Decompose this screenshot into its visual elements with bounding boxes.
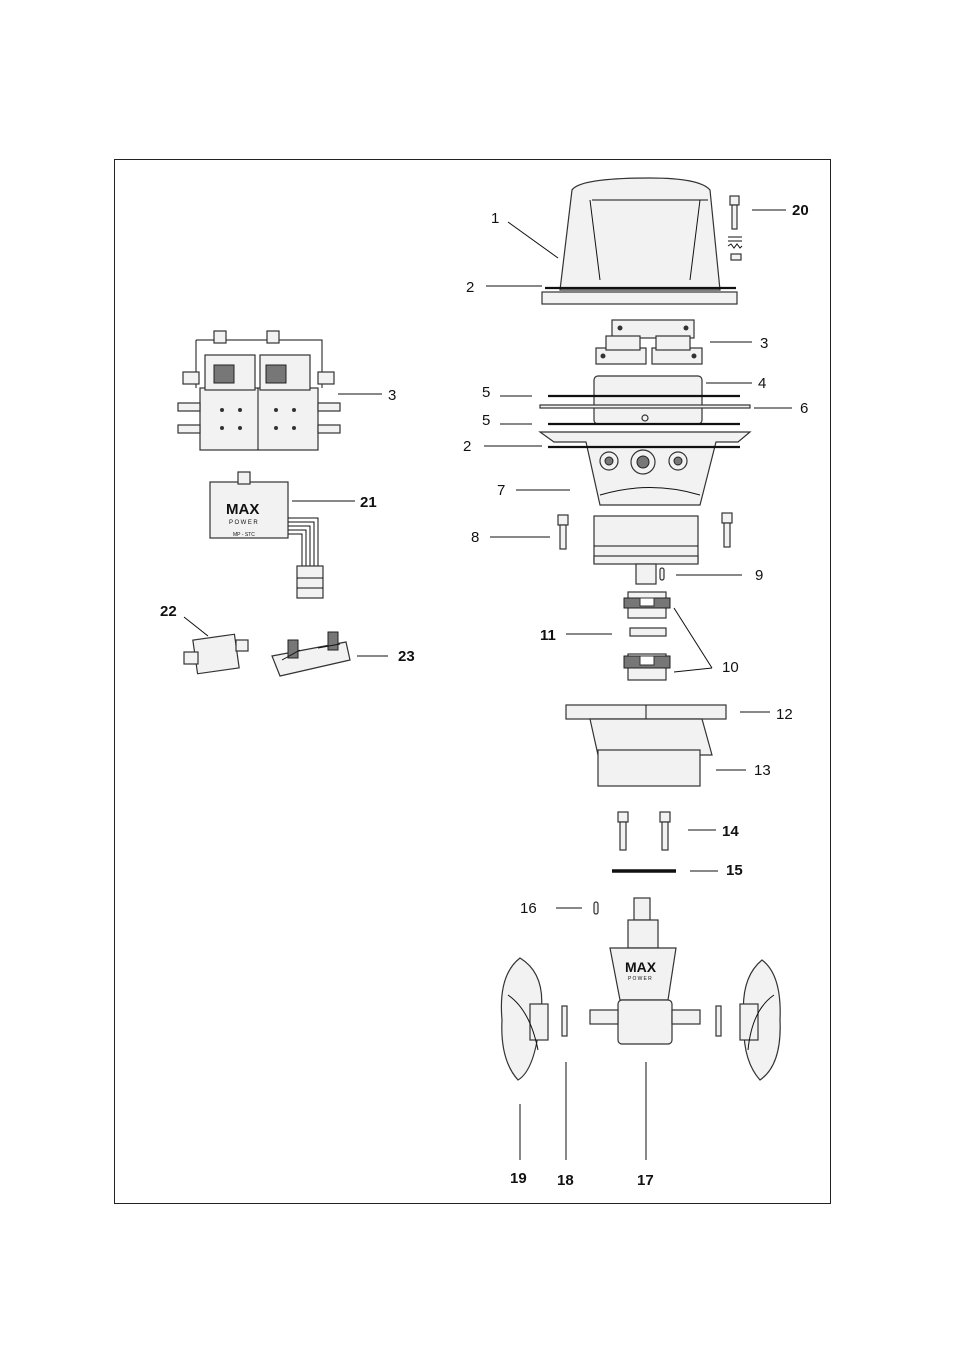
solenoid-right <box>595 319 703 365</box>
callout-3-left: 3 <box>388 387 396 404</box>
callout-21: 21 <box>360 494 377 511</box>
callout-7: 7 <box>497 482 505 499</box>
callout-10: 10 <box>722 659 739 676</box>
diagram-frame <box>114 159 831 1204</box>
bolt-pair <box>617 811 671 851</box>
callout-6: 6 <box>800 400 808 417</box>
motor-cover <box>541 177 738 305</box>
callout-12: 12 <box>776 706 793 723</box>
callout-15: 15 <box>726 862 743 879</box>
gear-leg: MAX POWER <box>589 897 701 1045</box>
callout-17: 17 <box>637 1172 654 1189</box>
module-logo-sub: POWER <box>229 520 259 526</box>
fuse-holder <box>183 633 249 675</box>
solenoid-relay-left <box>177 330 341 451</box>
mount-plate <box>565 704 727 756</box>
main-housing <box>538 431 752 565</box>
callout-3-right: 3 <box>760 335 768 352</box>
washer-right <box>715 1005 722 1037</box>
coupling-insert <box>629 627 667 637</box>
propeller-left <box>500 957 549 1081</box>
shaft-key <box>635 563 665 585</box>
washer-left <box>561 1005 568 1037</box>
screw-pair <box>557 512 733 550</box>
coupling-bottom <box>623 653 671 681</box>
callout-5-bottom: 5 <box>482 412 490 429</box>
callout-23: 23 <box>398 648 415 665</box>
callout-16: 16 <box>520 900 537 917</box>
coupling-top <box>623 591 671 619</box>
callout-1: 1 <box>491 210 499 227</box>
callout-11: 11 <box>540 627 556 644</box>
callout-2-bottom: 2 <box>463 438 471 455</box>
callout-19: 19 <box>510 1170 527 1187</box>
module-logo-brand: MAX <box>226 501 259 518</box>
callout-20: 20 <box>792 202 809 219</box>
control-module: MAX POWER MP - STC <box>209 471 324 599</box>
screw-set <box>727 195 743 261</box>
callout-9: 9 <box>755 567 763 584</box>
drive-key <box>593 901 599 915</box>
gearleg-logo-brand: MAX <box>625 959 657 975</box>
propeller-right <box>739 959 781 1081</box>
fuse-block <box>271 631 351 677</box>
callout-22: 22 <box>160 603 177 620</box>
module-code: MP - STC <box>233 532 255 538</box>
callout-2-top: 2 <box>466 279 474 296</box>
callout-18: 18 <box>557 1172 574 1189</box>
callout-4: 4 <box>758 375 766 392</box>
callout-13: 13 <box>754 762 771 779</box>
gearleg-logo-sub: POWER <box>628 976 653 982</box>
callout-5-top: 5 <box>482 384 490 401</box>
callout-14: 14 <box>722 823 739 840</box>
callout-8: 8 <box>471 529 479 546</box>
mount-tube <box>597 749 701 787</box>
